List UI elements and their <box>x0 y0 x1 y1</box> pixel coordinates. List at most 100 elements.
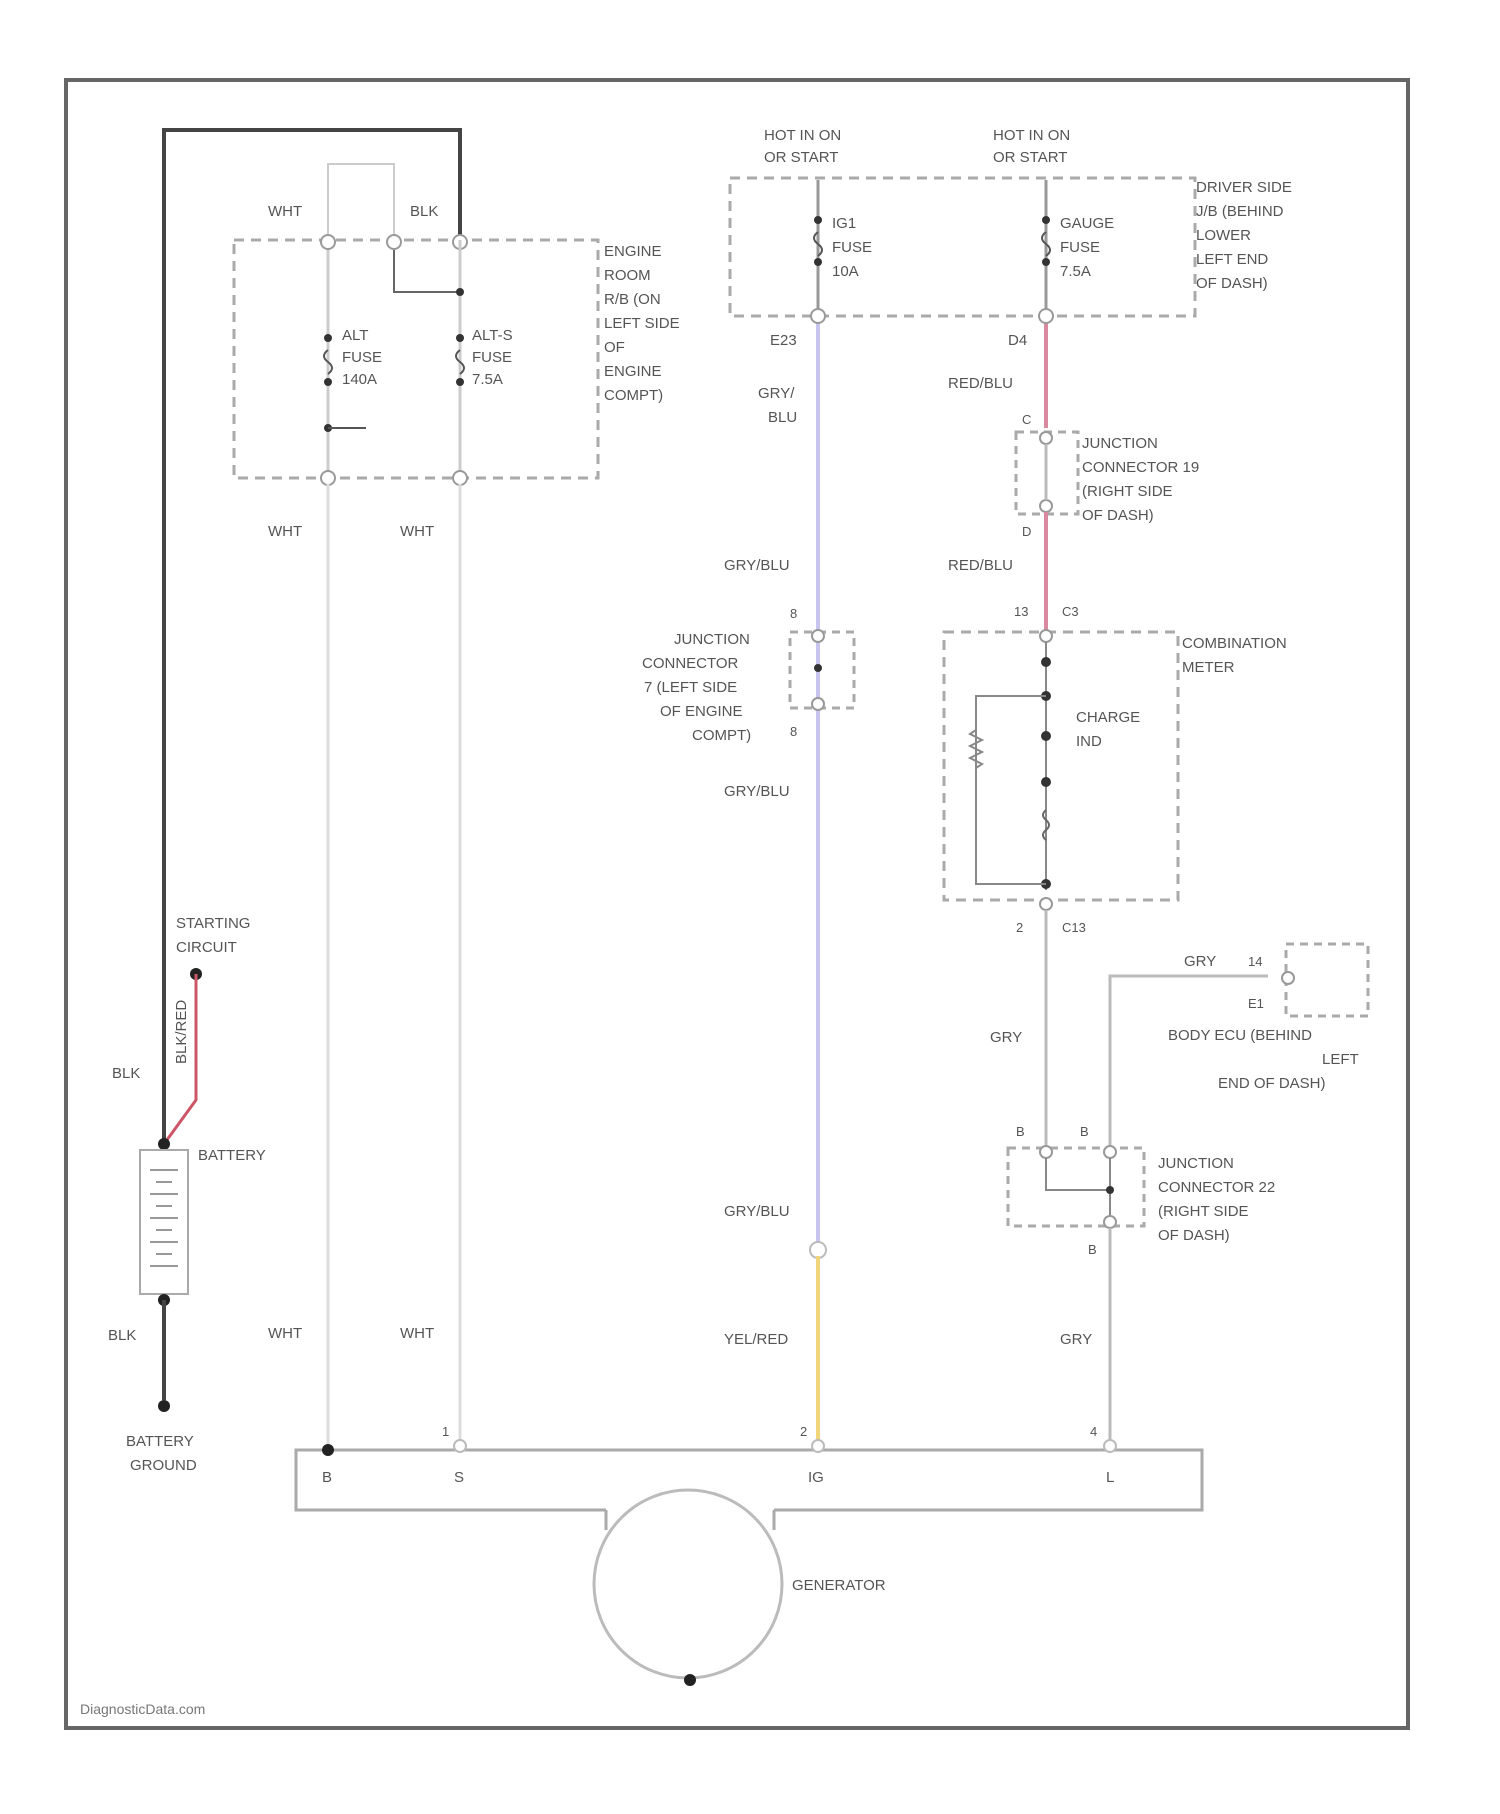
svg-text:B: B <box>1088 1242 1097 1257</box>
svg-text:CIRCUIT: CIRCUIT <box>176 939 237 956</box>
svg-text:2: 2 <box>800 1424 807 1439</box>
battery-label: BATTERY <box>198 1147 266 1164</box>
engine-room-rb-box <box>234 240 598 478</box>
generator-ground-icon <box>684 1674 696 1686</box>
pin-d4-label: D4 <box>1008 332 1027 349</box>
svg-text:7.5A: 7.5A <box>1060 263 1091 280</box>
svg-text:J/B (BEHIND: J/B (BEHIND <box>1196 203 1284 220</box>
svg-text:JUNCTION: JUNCTION <box>1082 435 1158 452</box>
svg-text:B: B <box>1016 1124 1025 1139</box>
junction-connector-22-box <box>1008 1148 1144 1226</box>
gen-terminal-s: S <box>454 1469 464 1486</box>
gry-wire-ecu <box>1110 976 1268 1150</box>
alts-fuse-label: ALT-S FUSE 7.5A <box>472 327 513 388</box>
svg-text:OF DASH): OF DASH) <box>1082 507 1154 524</box>
svg-text:ENGINE: ENGINE <box>604 363 662 380</box>
svg-text:7.5A: 7.5A <box>472 371 503 388</box>
svg-text:C13: C13 <box>1062 920 1086 935</box>
red-blu-label-2: RED/BLU <box>948 557 1013 574</box>
svg-text:R/B (ON: R/B (ON <box>604 291 661 308</box>
ig1-fuse-terminal-top <box>814 216 822 224</box>
svg-text:IND: IND <box>1076 733 1102 750</box>
svg-text:2: 2 <box>1016 920 1023 935</box>
gen-terminal-l: L <box>1106 1469 1114 1486</box>
svg-text:ENGINE: ENGINE <box>604 243 662 260</box>
svg-text:(RIGHT SIDE: (RIGHT SIDE <box>1082 483 1173 500</box>
svg-text:B: B <box>1080 1124 1089 1139</box>
yel-red-label: YEL/RED <box>724 1331 788 1348</box>
blk-main-wire <box>164 130 460 1144</box>
svg-text:4: 4 <box>1090 1424 1097 1439</box>
svg-text:CONNECTOR: CONNECTOR <box>642 655 739 672</box>
svg-text:LEFT SIDE: LEFT SIDE <box>604 315 680 332</box>
svg-text:HOT IN ON: HOT IN ON <box>764 127 841 144</box>
wht-top-label: WHT <box>268 203 302 220</box>
body-ecu-box <box>1286 944 1368 1016</box>
svg-text:OR START: OR START <box>993 149 1067 166</box>
svg-text:D: D <box>1022 524 1031 539</box>
svg-text:GROUND: GROUND <box>130 1457 197 1474</box>
svg-text:STARTING: STARTING <box>176 915 250 932</box>
wht-label-d: WHT <box>400 1325 434 1342</box>
junction-connector-22-label: JUNCTION CONNECTOR 22 (RIGHT SIDE OF DAS… <box>1158 1155 1275 1244</box>
driver-side-jb-label: DRIVER SIDE J/B (BEHIND LOWER LEFT END O… <box>1196 179 1292 292</box>
svg-text:ROOM: ROOM <box>604 267 651 284</box>
svg-text:GAUGE: GAUGE <box>1060 215 1114 232</box>
gry-blu-label-2: GRY/BLU <box>724 557 790 574</box>
battery-ground-icon <box>158 1400 170 1412</box>
svg-text:COMBINATION: COMBINATION <box>1182 635 1287 652</box>
svg-text:OF: OF <box>604 339 625 356</box>
svg-text:BLU: BLU <box>768 409 797 426</box>
svg-text:E1: E1 <box>1248 996 1264 1011</box>
blk-bottom-label: BLK <box>108 1327 136 1344</box>
watermark: DiagnosticData.com <box>80 1701 205 1717</box>
starting-circuit-label: STARTING CIRCUIT <box>176 915 250 956</box>
svg-text:OR START: OR START <box>764 149 838 166</box>
svg-text:COMPT): COMPT) <box>604 387 663 404</box>
svg-text:OF DASH): OF DASH) <box>1196 275 1268 292</box>
svg-text:CONNECTOR 19: CONNECTOR 19 <box>1082 459 1199 476</box>
svg-text:13: 13 <box>1014 604 1028 619</box>
charge-ind-label: CHARGE IND <box>1076 709 1140 750</box>
svg-text:CHARGE: CHARGE <box>1076 709 1140 726</box>
blk-red-label: BLK/RED <box>173 1000 190 1064</box>
svg-text:LEFT: LEFT <box>1322 1051 1359 1068</box>
svg-text:LEFT END: LEFT END <box>1196 251 1268 268</box>
svg-text:FUSE: FUSE <box>832 239 872 256</box>
gauge-fuse-label: GAUGE FUSE 7.5A <box>1060 215 1114 280</box>
alt-fuse-label: ALT FUSE 140A <box>342 327 382 388</box>
generator-symbol <box>594 1490 782 1678</box>
wht-label-b: WHT <box>400 523 434 540</box>
svg-text:OF DASH): OF DASH) <box>1158 1227 1230 1244</box>
junction-connector-7-label: JUNCTION CONNECTOR 7 (LEFT SIDE OF ENGIN… <box>642 631 751 744</box>
pin-e23-label: E23 <box>770 332 797 349</box>
svg-text:BODY ECU (BEHIND: BODY ECU (BEHIND <box>1168 1027 1312 1044</box>
svg-text:JUNCTION: JUNCTION <box>674 631 750 648</box>
junction-connector-7-box <box>790 632 854 708</box>
wht-label-a: WHT <box>268 523 302 540</box>
svg-text:OF ENGINE: OF ENGINE <box>660 703 743 720</box>
svg-text:FUSE: FUSE <box>1060 239 1100 256</box>
gen-terminal-b: B <box>322 1469 332 1486</box>
battery-ground-label: BATTERY GROUND <box>126 1433 197 1474</box>
svg-text:GRY/: GRY/ <box>758 385 795 402</box>
svg-text:HOT IN ON: HOT IN ON <box>993 127 1070 144</box>
svg-text:FUSE: FUSE <box>472 349 512 366</box>
svg-text:JUNCTION: JUNCTION <box>1158 1155 1234 1172</box>
red-blu-label-1: RED/BLU <box>948 375 1013 392</box>
junction-connector-19-label: JUNCTION CONNECTOR 19 (RIGHT SIDE OF DAS… <box>1082 435 1199 524</box>
ig1-fuse-label: IG1 FUSE 10A <box>832 215 872 280</box>
gry-label-3: GRY <box>1060 1331 1092 1348</box>
svg-text:1: 1 <box>442 1424 449 1439</box>
svg-text:8: 8 <box>790 724 797 739</box>
svg-text:7 (LEFT SIDE: 7 (LEFT SIDE <box>644 679 737 696</box>
blk-left-label: BLK <box>112 1065 140 1082</box>
battery-symbol <box>140 1150 188 1294</box>
svg-text:IG1: IG1 <box>832 215 856 232</box>
svg-text:BATTERY: BATTERY <box>126 1433 194 1450</box>
svg-text:COMPT): COMPT) <box>692 727 751 744</box>
svg-text:METER: METER <box>1182 659 1235 676</box>
svg-text:(RIGHT SIDE: (RIGHT SIDE <box>1158 1203 1249 1220</box>
gry-blu-label-3: GRY/BLU <box>724 783 790 800</box>
